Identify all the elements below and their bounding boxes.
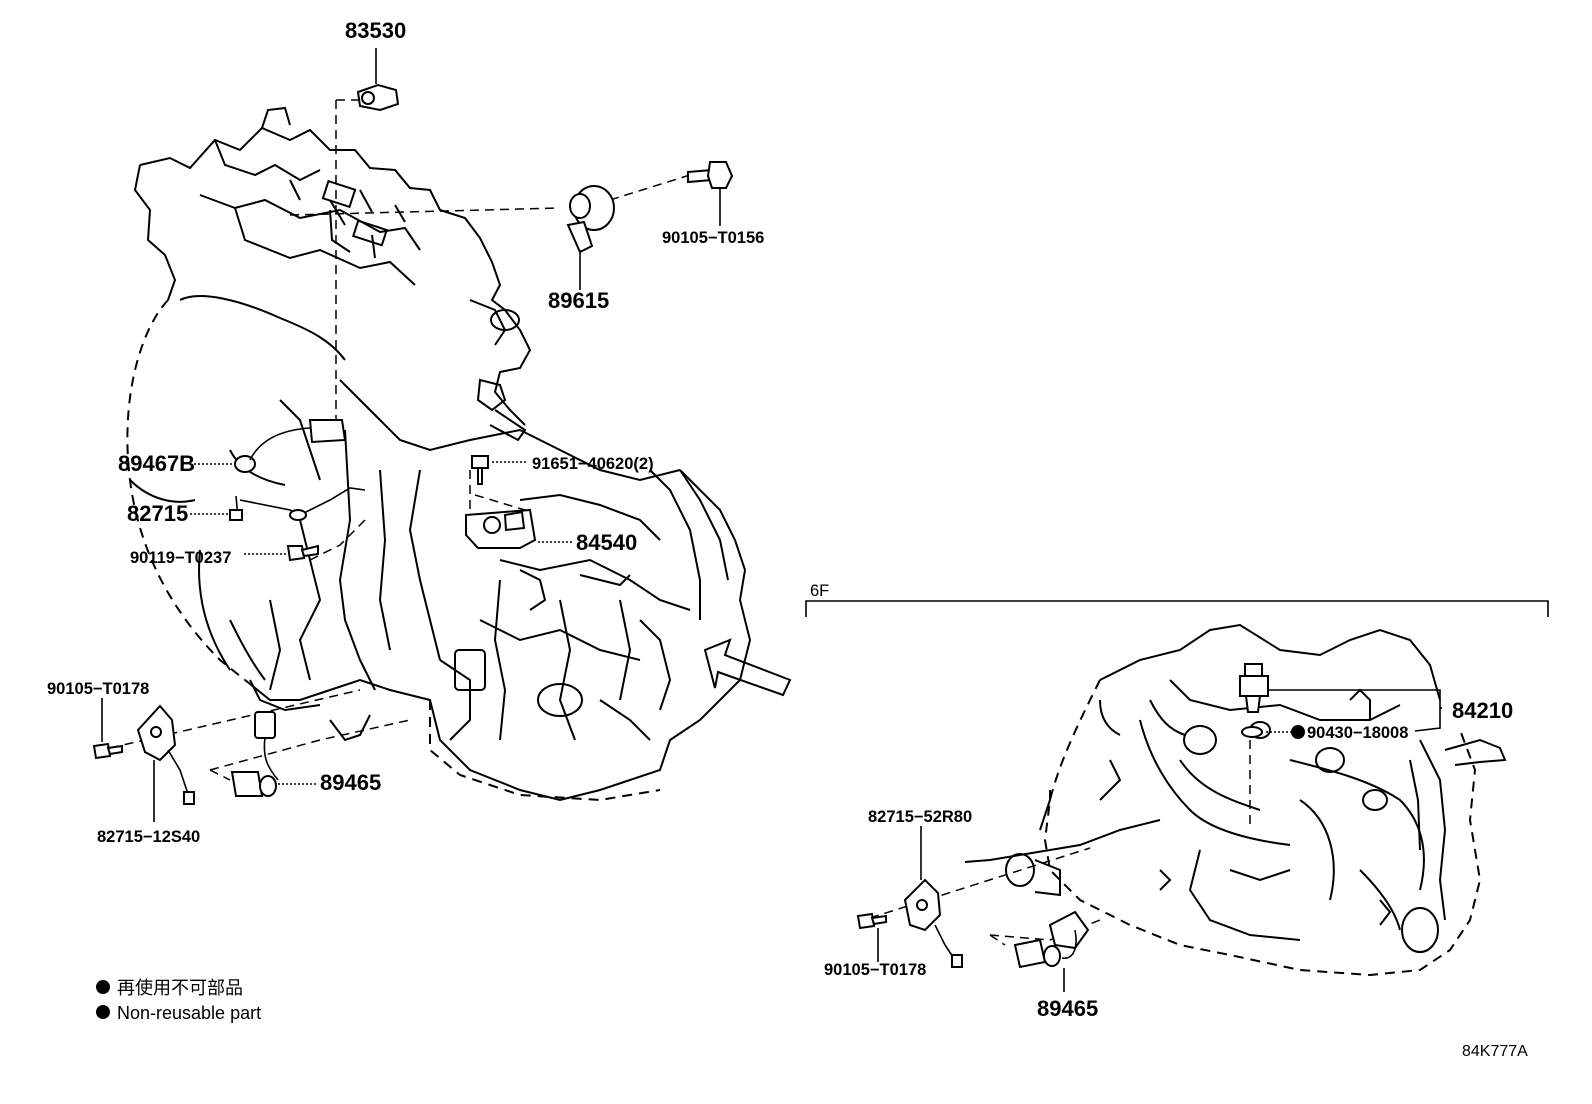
part-90105-T0156-bolt[interactable] <box>687 161 734 226</box>
label-83530: 83530 <box>345 18 406 43</box>
part-82715-52R80-sensor[interactable] <box>903 826 963 968</box>
6f-transaxle-assembly <box>964 623 1507 977</box>
part-91651-40620-bolt[interactable] <box>471 455 528 485</box>
part-89615-sensor[interactable] <box>566 185 615 290</box>
part-84210-switch[interactable] <box>1239 663 1269 713</box>
label-6F: 6F <box>810 582 829 600</box>
part-82715-12S40-sensor[interactable] <box>136 704 195 822</box>
label-89467B: 89467B <box>118 451 195 476</box>
label-82715-12S40: 82715−12S40 <box>97 828 200 846</box>
part-90105-T0178-left-bolt[interactable] <box>92 698 123 760</box>
legend-bullet-icon <box>96 980 110 994</box>
part-90119-T0237-bolt[interactable] <box>244 544 319 562</box>
engine-transaxle-assembly <box>126 106 792 802</box>
part-90430-18008-gasket[interactable] <box>1241 725 1305 739</box>
legend-bullet-icon <box>96 1005 110 1019</box>
label-90119-T0237: 90119−T0237 <box>130 549 231 567</box>
label-91651-40620: 91651−40620(2) <box>532 455 654 473</box>
diagram-code: 84K777A <box>1462 1043 1528 1060</box>
part-83530-switch[interactable] <box>356 48 400 112</box>
label-90430-18008: 90430−18008 <box>1307 724 1408 742</box>
legend-japanese: 再使用不可部品 <box>117 978 243 998</box>
part-84540-switch[interactable] <box>465 508 572 549</box>
part-82715-wire[interactable] <box>190 487 366 521</box>
label-89465-right: 89465 <box>1037 996 1098 1021</box>
label-90105-T0178-right: 90105−T0178 <box>824 961 926 979</box>
label-90105-T0156: 90105−T0156 <box>662 229 764 247</box>
label-89615: 89615 <box>548 288 609 313</box>
6f-bracket <box>805 600 1549 617</box>
part-89465-right-sensor[interactable] <box>1013 910 1090 992</box>
non-reusable-marker <box>1291 725 1305 739</box>
label-89465-left: 89465 <box>320 770 381 795</box>
label-82715: 82715 <box>127 501 188 526</box>
part-89465-left-sensor[interactable] <box>230 711 316 797</box>
label-84540: 84540 <box>576 530 637 555</box>
label-84210: 84210 <box>1452 698 1513 723</box>
label-82715-52R80: 82715−52R80 <box>868 808 972 826</box>
label-90105-T0178-left: 90105−T0178 <box>47 680 149 698</box>
part-89467B-sensor[interactable] <box>194 419 347 473</box>
part-90105-T0178-right-bolt[interactable] <box>856 912 887 962</box>
legend-english: Non-reusable part <box>117 1003 261 1023</box>
legend: 再使用不可部品 Non-reusable part <box>96 978 261 1023</box>
